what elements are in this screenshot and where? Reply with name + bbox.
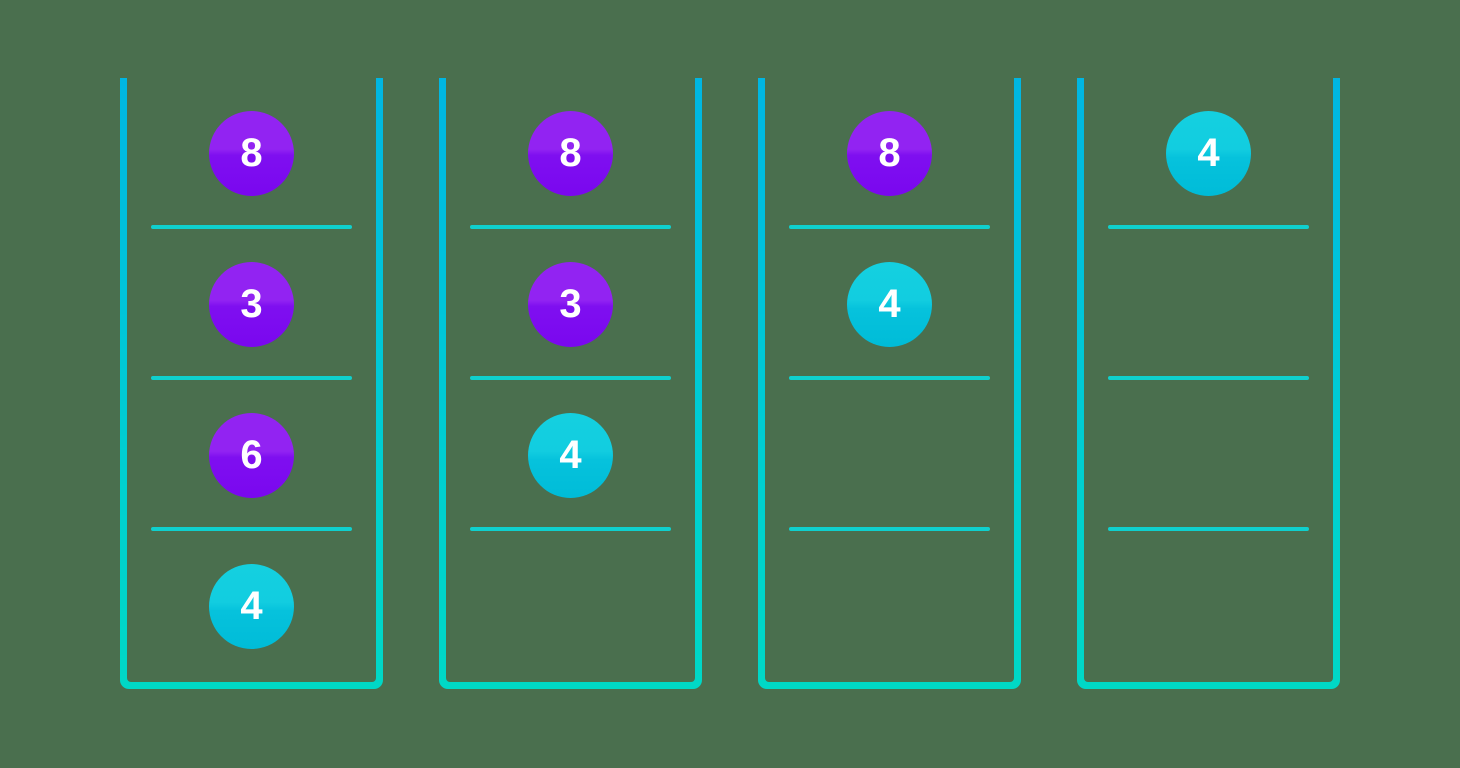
slot-divider: [1108, 527, 1309, 531]
ball-tube2-slot1[interactable]: 8: [528, 111, 613, 196]
slot-divider: [1108, 225, 1309, 229]
ball-value: 8: [878, 130, 901, 175]
tube-4-slots: 4: [1084, 78, 1333, 682]
slot-divider: [470, 376, 671, 380]
tube-3[interactable]: 8 4: [758, 78, 1021, 689]
ball-value: 4: [1197, 130, 1220, 175]
ball-value: 4: [559, 432, 582, 477]
tube-4-slot-4[interactable]: [1084, 531, 1333, 682]
tube-1-slot-4[interactable]: 4: [127, 531, 376, 682]
slot-divider: [151, 376, 352, 380]
ball-tube4-slot1[interactable]: 4: [1166, 111, 1251, 196]
tube-2-slot-3[interactable]: 4: [446, 380, 695, 531]
ball-value: 4: [878, 281, 901, 326]
tube-3-slot-2[interactable]: 4: [765, 229, 1014, 380]
ball-tube3-slot1[interactable]: 8: [847, 111, 932, 196]
tube-1-slot-1[interactable]: 8: [127, 78, 376, 229]
tube-4-slot-1[interactable]: 4: [1084, 78, 1333, 229]
ball-tube1-slot1[interactable]: 8: [209, 111, 294, 196]
slot-divider: [470, 225, 671, 229]
tube-2-slots: 8 3 4: [446, 78, 695, 682]
ball-value: 6: [240, 432, 263, 477]
slot-divider: [470, 527, 671, 531]
tube-4[interactable]: 4: [1077, 78, 1340, 689]
tube-3-slots: 8 4: [765, 78, 1014, 682]
slot-divider: [1108, 376, 1309, 380]
ball-value: 4: [240, 583, 263, 628]
slot-divider: [789, 225, 990, 229]
slot-divider: [151, 225, 352, 229]
ball-tube2-slot2[interactable]: 3: [528, 262, 613, 347]
ball-value: 3: [240, 281, 263, 326]
tube-1[interactable]: 8 3 6 4: [120, 78, 383, 689]
slot-divider: [789, 527, 990, 531]
ball-value: 8: [240, 130, 263, 175]
slot-divider: [789, 376, 990, 380]
tube-4-slot-2[interactable]: [1084, 229, 1333, 380]
tube-2-slot-1[interactable]: 8: [446, 78, 695, 229]
ball-tube2-slot3[interactable]: 4: [528, 413, 613, 498]
tube-3-slot-4[interactable]: [765, 531, 1014, 682]
tube-2-slot-4[interactable]: [446, 531, 695, 682]
ball-tube1-slot4[interactable]: 4: [209, 564, 294, 649]
ball-tube1-slot3[interactable]: 6: [209, 413, 294, 498]
slot-divider: [151, 527, 352, 531]
ball-tube1-slot2[interactable]: 3: [209, 262, 294, 347]
tube-2[interactable]: 8 3 4: [439, 78, 702, 689]
tube-3-slot-3[interactable]: [765, 380, 1014, 531]
ball-value: 8: [559, 130, 582, 175]
tube-1-slot-3[interactable]: 6: [127, 380, 376, 531]
tube-2-slot-2[interactable]: 3: [446, 229, 695, 380]
tube-1-slot-2[interactable]: 3: [127, 229, 376, 380]
tube-1-slots: 8 3 6 4: [127, 78, 376, 682]
ball-tube3-slot2[interactable]: 4: [847, 262, 932, 347]
tube-3-slot-1[interactable]: 8: [765, 78, 1014, 229]
tube-4-slot-3[interactable]: [1084, 380, 1333, 531]
ball-value: 3: [559, 281, 582, 326]
